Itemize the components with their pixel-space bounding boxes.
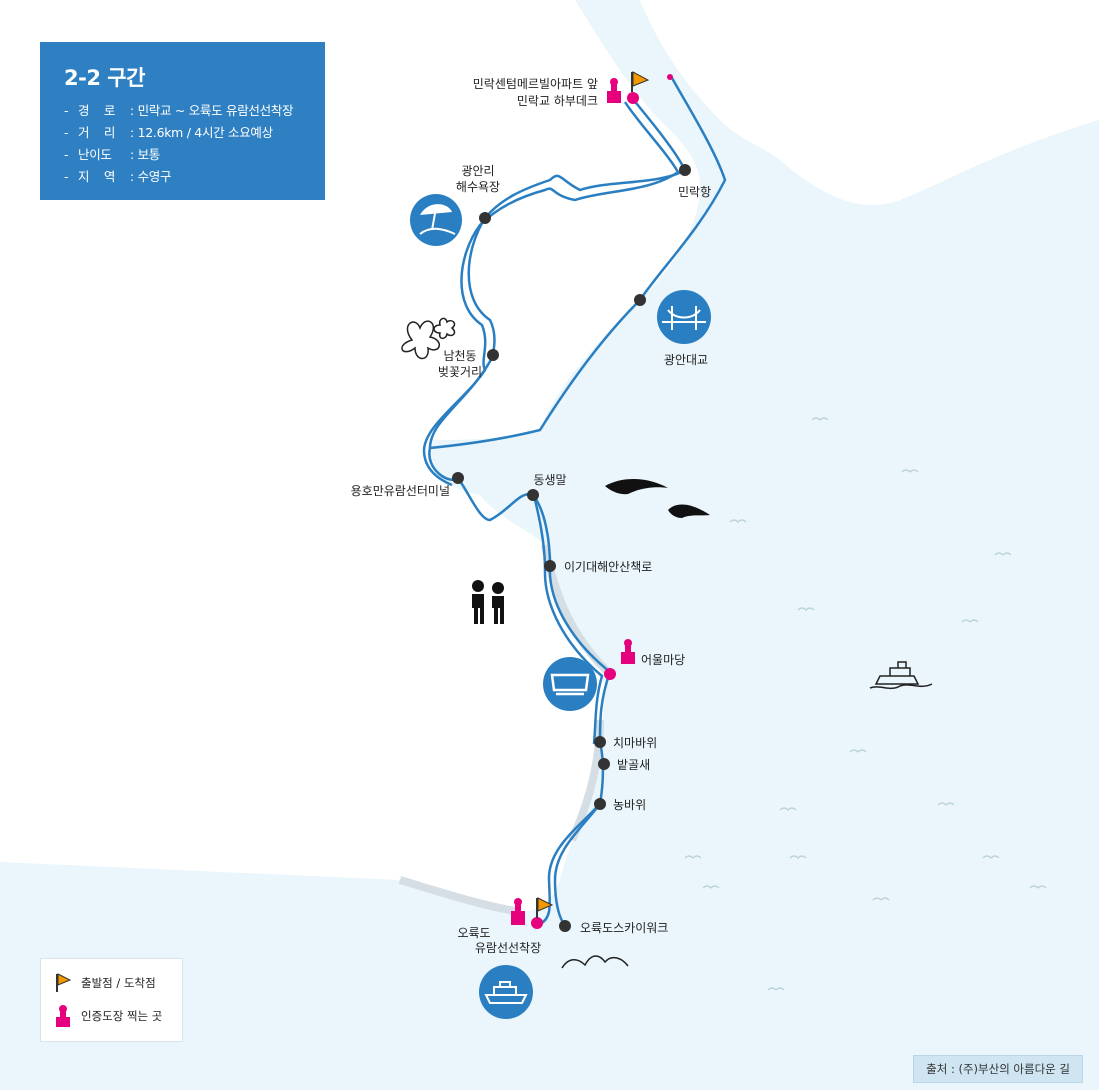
land-main: [0, 0, 700, 912]
wave-marks: [684, 417, 1047, 991]
info-row-distance: -거 리: 12.6km / 4시간 소요예상: [64, 122, 325, 144]
info-value: 보통: [137, 147, 161, 162]
flag-icon: [631, 71, 650, 92]
legend-flag-label: 출발점 / 도착점: [81, 976, 156, 990]
label-gwangalli-2: 해수욕장: [456, 180, 500, 194]
legend-item-flag: 출발점 / 도착점: [55, 973, 156, 993]
label-skywalk: 오륙도스카이워크: [580, 921, 668, 935]
label-start-2: 민락교 하부데크: [517, 94, 598, 108]
stamp-icon: [607, 78, 621, 103]
label-start-1: 민락센텀메르빌아파트 앞: [473, 77, 598, 91]
info-value: 수영구: [137, 169, 172, 184]
beach-icon: [410, 194, 462, 246]
dolphins-icon: [605, 479, 710, 518]
legend-item-stamp: 인증도장 찍는 곳: [55, 1005, 162, 1027]
info-row-region: -지 역: 수영구: [64, 166, 325, 188]
label-gwangan-bridge: 광안대교: [664, 353, 708, 367]
info-key: 거 리: [78, 125, 116, 140]
stamp-point-end: [531, 917, 543, 929]
section-title: 2-2 구간: [64, 66, 145, 90]
stamp-icon: [621, 639, 635, 664]
waypoint-yongho: [452, 472, 464, 484]
info-key: 경 로: [78, 103, 116, 118]
label-namcheon-1: 남천동: [443, 348, 476, 363]
label-eoulmadang: 어울마당: [641, 653, 685, 667]
rocks-icon: [561, 955, 629, 969]
stamp-icon: [511, 898, 525, 925]
source-credit: 출처 : (주)부산의 아름다운 길: [913, 1055, 1083, 1083]
waypoint-igidae: [544, 560, 556, 572]
waypoint-chimabawi: [594, 736, 606, 748]
label-end-1: 오륙도: [457, 926, 490, 940]
waypoint-gwangan-bridge: [634, 294, 646, 306]
stamp-point-eoulmadang: [604, 668, 616, 680]
map-legend: 출발점 / 도착점 인증도장 찍는 곳: [40, 958, 183, 1042]
waypoint-namcheon: [487, 349, 499, 361]
label-end-2: 유람선선착장: [475, 941, 541, 955]
info-key: 지 역: [78, 169, 116, 184]
flag-icon: [536, 897, 554, 918]
waypoint-skywalk: [559, 920, 571, 932]
label-chimabawi: 치마바위: [613, 736, 657, 750]
cherry-blossom-icon: [401, 317, 456, 360]
label-yongho: 용호만유람선터미널: [351, 484, 450, 498]
info-value: 민락교 ~ 오륙도 유람선선착장: [137, 103, 294, 118]
info-value: 12.6km / 4시간 소요예상: [137, 125, 274, 140]
waypoint-gwangalli: [479, 212, 491, 224]
cruise-ship-icon: [479, 965, 533, 1019]
label-gwangalli-1: 광안리: [461, 164, 494, 178]
section-info-panel: 2-2 구간 -경 로: 민락교 ~ 오륙도 유람선선착장 -거 리: 12.6…: [40, 42, 325, 200]
label-dongsaengmal: 동생말: [533, 473, 566, 487]
waypoint-minlak-port: [679, 164, 691, 176]
ship-sketch-icon: [869, 661, 933, 690]
label-minlak-port: 민락항: [678, 185, 711, 199]
observatory-icon: [543, 657, 597, 711]
stamp-icon: [56, 1005, 70, 1027]
label-namcheon-2: 벚꽃거리: [438, 365, 482, 379]
label-batgolsae: 밭골새: [617, 758, 650, 772]
waypoint-dongsaengmal: [527, 489, 539, 501]
end-point-marker: [667, 74, 673, 80]
legend-stamp-label: 인증도장 찍는 곳: [81, 1009, 163, 1023]
hikers-icon: [472, 580, 504, 624]
waypoints: [452, 164, 691, 932]
info-row-difficulty: -난이도: 보통: [64, 144, 325, 166]
land-east: [640, 0, 1099, 206]
info-row-route: -경 로: 민락교 ~ 오륙도 유람선선착장: [64, 100, 325, 122]
waypoint-batgolsae: [598, 758, 610, 770]
flag-icon: [56, 973, 71, 992]
bridge-icon: [657, 290, 711, 344]
label-igidae: 이기대해안산책로: [564, 559, 652, 574]
stamp-point-start: [627, 92, 639, 104]
label-nongbawi: 농바위: [613, 798, 646, 812]
info-key: 난이도: [78, 147, 112, 162]
waypoint-nongbawi: [594, 798, 606, 810]
